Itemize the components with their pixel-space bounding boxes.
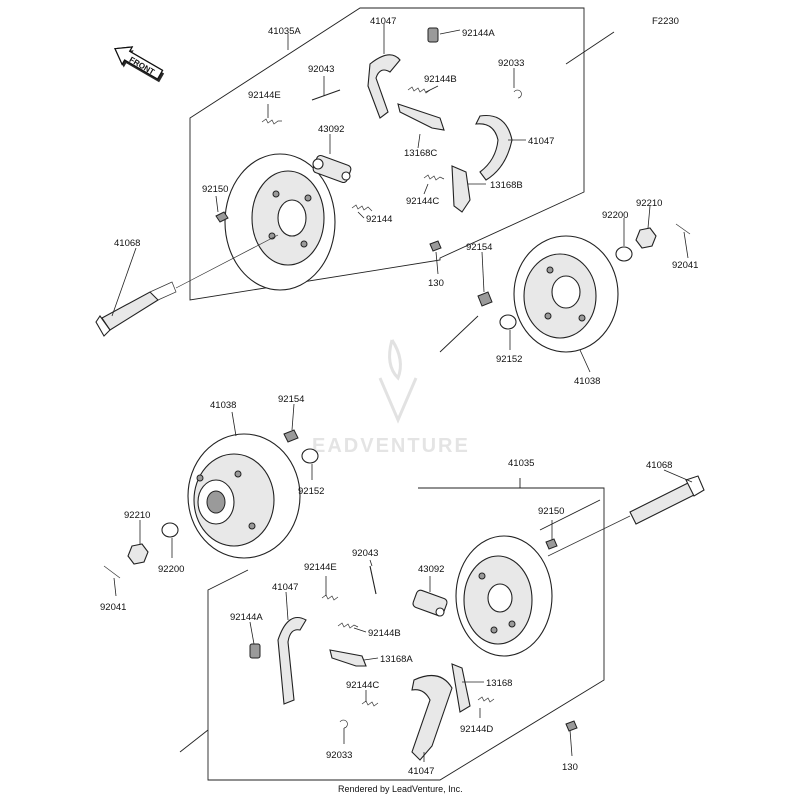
top-label-cotter: 92041 (672, 260, 698, 271)
top-label-washer: 92200 (602, 210, 628, 221)
top-clip-a (427, 27, 439, 43)
top-cclip (513, 89, 522, 99)
top-cotter (675, 223, 691, 235)
top-lever-c (397, 103, 445, 131)
watermark: EADVENTURE (312, 339, 470, 457)
bottom-spring-d (477, 696, 495, 703)
top-washer (615, 246, 633, 262)
bottom-cotter (103, 565, 121, 579)
bottom-seal (301, 448, 319, 464)
bottom-label-spring-c: 92144C (346, 680, 379, 691)
top-spring-b (407, 86, 431, 94)
top-frame (189, 7, 585, 301)
top-label-axle: 41068 (114, 238, 140, 249)
bottom-drum (187, 433, 301, 559)
bottom-label-washer: 92200 (158, 564, 184, 575)
bottom-drum-bolt (283, 429, 299, 443)
top-shoe-upper (367, 54, 401, 119)
watermark-text: EADVENTURE (312, 435, 470, 457)
bottom-label-cylinder: 43092 (418, 564, 444, 575)
top-label-shoe-upper: 41047 (370, 16, 396, 27)
bottom-label-spring-e: 92144E (304, 562, 337, 573)
top-label-clip-a: 92144A (462, 28, 495, 39)
bottom-label-spring-b: 92144B (368, 628, 401, 639)
bottom-label-clip-a: 92144A (230, 612, 263, 623)
bottom-pin (369, 565, 377, 595)
bottom-lever (451, 663, 471, 713)
top-drum (513, 235, 619, 353)
bottom-label-bolt: 92150 (538, 506, 564, 517)
bottom-bolt (545, 538, 558, 550)
bottom-shoe-lower (411, 674, 453, 761)
top-label-lever-b: 13168B (490, 180, 523, 191)
top-label-bolt: 92150 (202, 184, 228, 195)
footer-credit: Rendered by LeadVenture, Inc. (338, 784, 463, 794)
top-label-shoe-lower: 41047 (528, 136, 554, 147)
top-lever-b (451, 165, 471, 213)
top-label-spring-b: 92144B (424, 74, 457, 85)
top-spring-c (423, 174, 445, 181)
bottom-spring-c (361, 700, 379, 707)
bottom-label-drain-bolt: 130 (562, 762, 578, 773)
top-label-cylinder: 43092 (318, 124, 344, 135)
bottom-label-drum: 41038 (210, 400, 236, 411)
top-label-pin: 92043 (308, 64, 334, 75)
top-drain-bolt (429, 240, 442, 252)
top-pin (311, 89, 341, 101)
bottom-nut (127, 543, 149, 565)
bottom-label-drum-bolt: 92154 (278, 394, 304, 405)
top-label-spring-c: 92144C (406, 196, 439, 207)
bottom-label-spring-d: 92144D (460, 724, 493, 735)
top-seal (499, 314, 517, 330)
bottom-washer (161, 522, 179, 538)
bottom-label-cotter: 92041 (100, 602, 126, 613)
top-label-lever-c: 13168C (404, 148, 437, 159)
top-label-spring: 92144 (366, 214, 392, 225)
bottom-label-cclip: 92033 (326, 750, 352, 761)
bottom-frame (207, 487, 605, 781)
top-spring-e (261, 118, 282, 125)
bottom-clip-a (249, 643, 261, 659)
top-wheel-cylinder (312, 154, 352, 184)
bottom-shoe-upper (277, 616, 307, 705)
bottom-label-lever: 13168 (486, 678, 512, 689)
top-backing-plate (224, 153, 336, 291)
bottom-label-seal: 92152 (298, 486, 324, 497)
top-nut (635, 227, 657, 249)
bottom-frame-label: 41035 (508, 458, 534, 469)
top-spring (351, 204, 373, 212)
bottom-spring-b (337, 622, 359, 629)
bottom-label-nut: 92210 (124, 510, 150, 521)
top-shoe-lower (475, 114, 513, 181)
bottom-wheel-cylinder (412, 589, 448, 617)
bottom-backing-plate (455, 535, 553, 657)
top-label-drum: 41038 (574, 376, 600, 387)
bottom-label-shoe-lower: 41047 (408, 766, 434, 777)
bottom-label-shoe-upper: 41047 (272, 582, 298, 593)
top-frame-label: 41035A (268, 26, 301, 37)
top-label-spring-e: 92144E (248, 90, 281, 101)
top-axle (95, 234, 279, 337)
bottom-lever-a (329, 649, 367, 667)
top-bolt (215, 211, 229, 223)
bottom-assembly: 41038 92154 92152 92210 92200 92041 4103… (100, 394, 705, 781)
top-drum-bolt (477, 291, 493, 307)
top-label-drain-bolt: 130 (428, 278, 444, 289)
top-label-drum-bolt: 92154 (466, 242, 492, 253)
top-label-seal: 92152 (496, 354, 522, 365)
bottom-drain-bolt (565, 720, 578, 732)
top-label-nut: 92210 (636, 198, 662, 209)
front-arrow-icon: FRONT (114, 46, 165, 83)
bottom-label-lever-a: 13168A (380, 654, 413, 665)
bottom-cclip (339, 719, 348, 729)
top-label-cclip: 92033 (498, 58, 524, 69)
diagram-code: F2230 (652, 16, 679, 27)
bottom-spring-e (321, 594, 339, 601)
bottom-label-pin: 92043 (352, 548, 378, 559)
bottom-label-axle: 41068 (646, 460, 672, 471)
top-assembly: 41035A 41047 92144A 92043 92144B 92033 9… (95, 7, 698, 387)
